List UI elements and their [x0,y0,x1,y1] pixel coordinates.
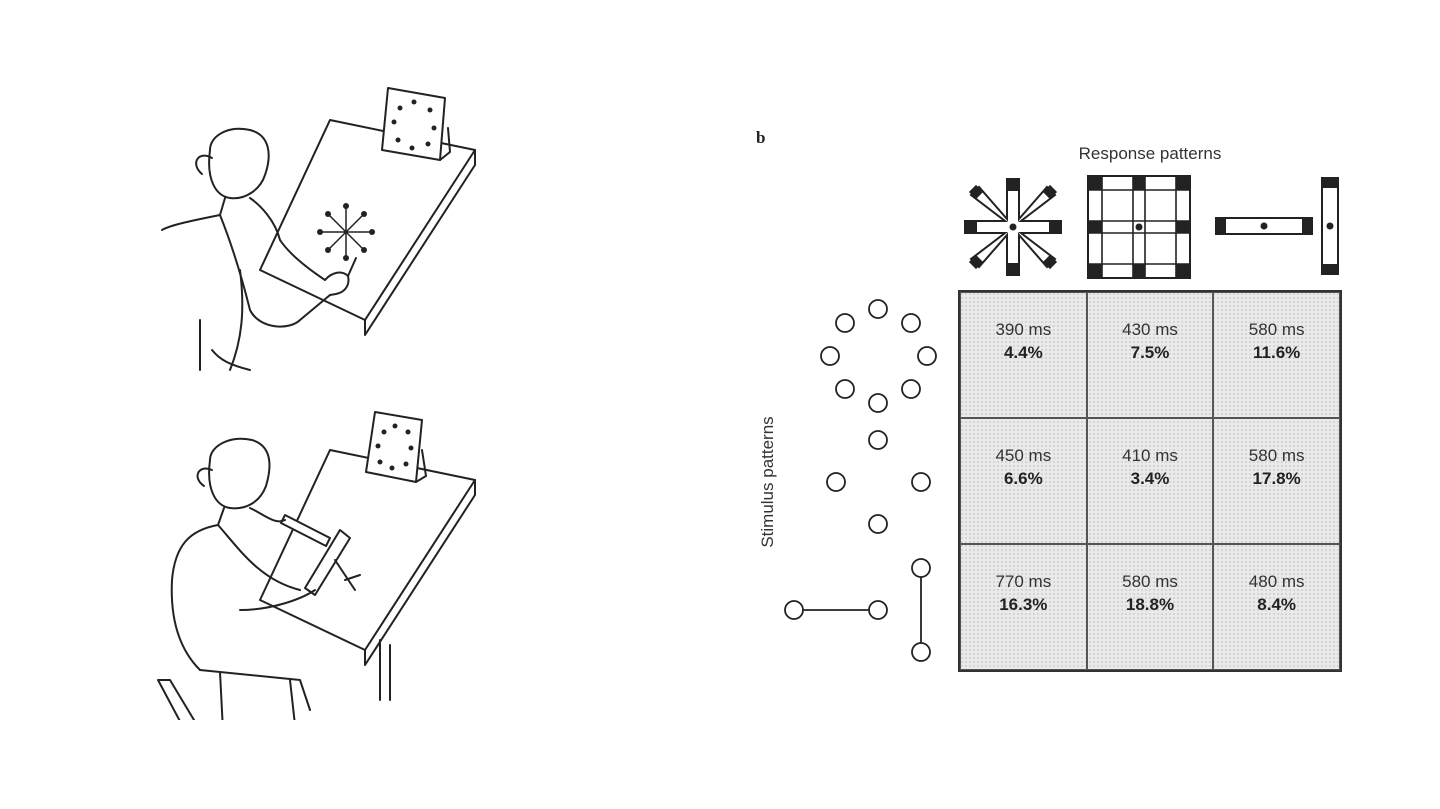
matrix-cell-r1c2: 430 ms 7.5% [1086,292,1214,418]
error-rate: 11.6% [1253,343,1301,362]
reaction-time: 580 ms [1122,572,1178,591]
error-rate: 16.3% [999,595,1048,614]
results-matrix: 390 ms 4.4% 430 ms 7.5% 580 ms 11.6% 450… [958,290,1342,672]
error-rate: 17.8% [1252,469,1301,488]
matrix-cell-r2c3: 580 ms 17.8% [1213,418,1340,544]
matrix-cell-r3c2: 580 ms 18.8% [1086,544,1214,670]
error-rate: 6.6% [1003,469,1043,488]
grid-square-icon [1087,175,1191,279]
response-pattern-icons [964,175,1339,279]
error-rate: 4.4% [1003,343,1043,362]
stimulus-pattern-icons [784,299,937,662]
matrix-cell-r1c1: 390 ms 4.4% [960,292,1087,418]
reaction-time: 430 ms [1122,320,1178,339]
reaction-time: 580 ms [1248,446,1305,465]
matrix-cell-r3c1: 770 ms 16.3% [960,544,1087,670]
person-drawing-radial-pattern [161,87,476,371]
reaction-time: 390 ms [995,320,1052,339]
reaction-time: 410 ms [1122,446,1178,465]
reaction-time: 480 ms [1248,572,1305,591]
experiment-setup-illustration [157,87,476,720]
radial-eight-arm-icon [964,178,1062,276]
two-lever-icon [1215,177,1339,275]
two-lines-icon [784,558,931,662]
reaction-time: 450 ms [995,446,1052,465]
reaction-time: 770 ms [995,572,1052,591]
reaction-time: 580 ms [1248,320,1305,339]
person-using-two-levers [157,411,476,720]
response-axis-title: Response patterns [1078,144,1222,163]
matrix-cell-r2c1: 450 ms 6.6% [960,418,1087,544]
error-rate: 7.5% [1130,343,1170,362]
four-lights-diamond-icon [826,430,931,534]
circle-of-eight-lights-icon [820,299,937,413]
panel-label: b [756,128,766,147]
error-rate: 8.4% [1257,595,1297,614]
matrix-cell-r2c2: 410 ms 3.4% [1086,418,1214,544]
error-rate: 18.8% [1125,595,1175,614]
error-rate: 3.4% [1130,469,1170,488]
matrix-cell-r3c3: 480 ms 8.4% [1213,544,1340,670]
matrix-cell-r1c3: 580 ms 11.6% [1213,292,1340,418]
